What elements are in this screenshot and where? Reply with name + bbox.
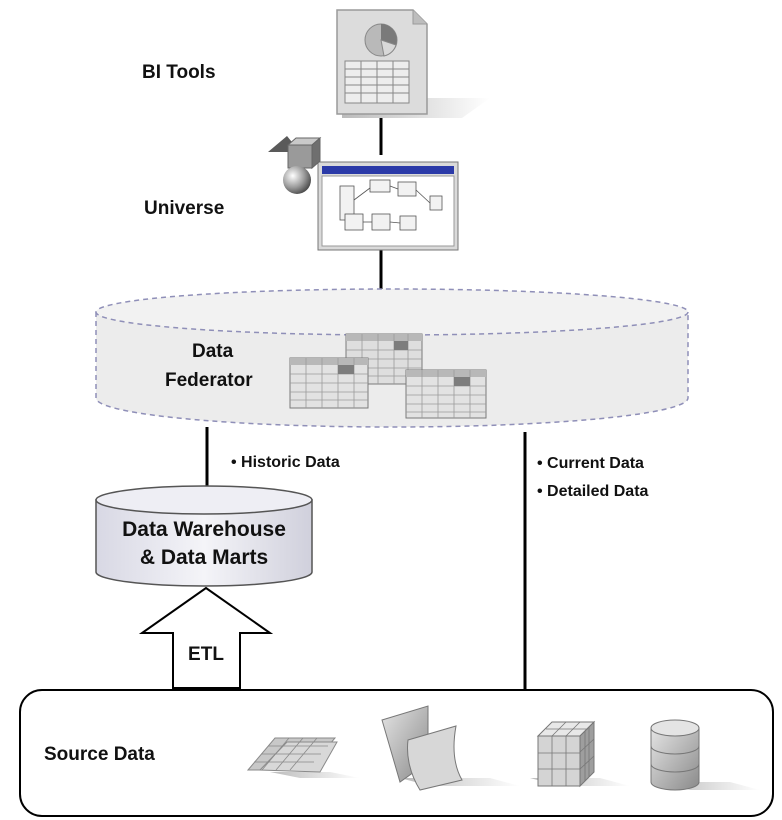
report-document-icon [336,9,490,118]
data-warehouse-cylinder [95,485,313,587]
etl-arrow-icon [138,586,274,689]
source-data-label: Source Data [44,744,155,765]
data-federator-label-line1: Data [192,341,234,362]
universe-label: Universe [144,198,224,219]
current-data-label: • Current Data [537,455,644,472]
connector-lines [205,112,527,690]
data-federator-label-line2: Federator [165,370,253,391]
olap-cube-icon [530,720,630,788]
data-warehouse-label-line1: Data Warehouse [122,518,286,541]
spreadsheet-icon [246,737,360,778]
detailed-data-label: • Detailed Data [537,483,649,500]
database-icon [650,719,760,791]
document-pages-icon [381,705,520,791]
etl-label: ETL [188,644,224,665]
bi-tools-label: BI Tools [142,62,216,83]
table-grid-icon [289,333,487,419]
historic-data-label: • Historic Data [231,454,340,471]
data-warehouse-label-line2: & Data Marts [140,546,268,569]
universe-icon [268,136,459,251]
